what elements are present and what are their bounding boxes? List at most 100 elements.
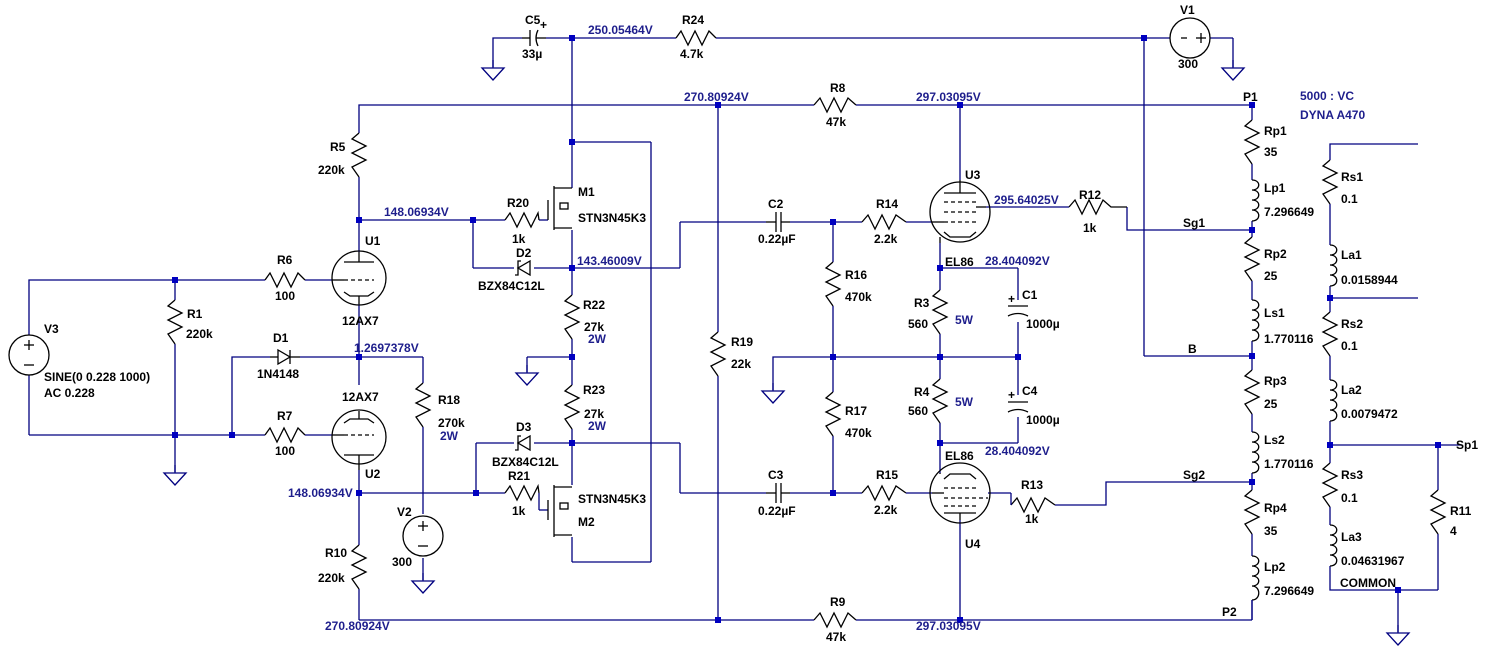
lp1-inductor [1251, 179, 1260, 222]
lp2-inductor [1251, 555, 1260, 601]
r20-name: R20 [507, 196, 529, 210]
net-sg1: Sg1 [1183, 216, 1205, 230]
r21-resistor [504, 483, 540, 502]
ls1-name: Ls1 [1264, 306, 1285, 320]
la2-inductor [1329, 379, 1338, 422]
r21-value: 1k [512, 504, 526, 518]
r14-resistor [861, 213, 907, 231]
u1-name: U1 [365, 234, 381, 248]
transformer-model: DYNA A470 [1300, 108, 1365, 122]
d2-value: BZX84C12L [478, 279, 545, 293]
la3-value: 0.04631967 [1341, 554, 1405, 568]
r7-resistor [264, 426, 306, 444]
r19-resistor [709, 331, 727, 377]
d3-name: D3 [516, 420, 532, 434]
u2-triode [331, 409, 387, 470]
la1-name: La1 [1341, 248, 1362, 262]
net-labels: P1 P2 Sg1 Sg2 B Sp1 COMMON 5000 : VC DYN… [1183, 89, 1478, 619]
r3-name: R3 [914, 296, 930, 310]
lp1-value: 7.296649 [1264, 205, 1314, 219]
u4-pentode [929, 462, 991, 524]
voltage-bottom-rail: 270.80924V [325, 619, 390, 633]
r23-name: R23 [583, 383, 605, 397]
rp1-name: Rp1 [1264, 124, 1287, 138]
junctions [172, 35, 1441, 623]
r9-value: 47k [826, 630, 846, 644]
u2-value: 12AX7 [342, 390, 379, 404]
m2-mosfet [547, 485, 572, 537]
la3-name: La3 [1341, 530, 1362, 544]
r14-value: 2.2k [874, 232, 898, 246]
c3-name: C3 [768, 468, 784, 482]
voltage-u3-screen: 295.64025V [994, 193, 1059, 207]
rs2-resistor [1321, 311, 1339, 357]
r16-name: R16 [845, 268, 867, 282]
r4-value: 560 [908, 404, 928, 418]
d2-name: D2 [516, 246, 532, 260]
wires [28, 37, 1462, 632]
voltage-u1-plate: 148.06934V [384, 205, 449, 219]
r4-name: R4 [914, 385, 930, 399]
rs2-value: 0.1 [1341, 339, 1358, 353]
r3-power: 5W [955, 313, 974, 327]
r12-resistor [1068, 198, 1127, 216]
d3-zener [515, 434, 531, 452]
r8-name: R8 [830, 81, 846, 95]
u2-name: U2 [365, 467, 381, 481]
voltage-p1-node: 297.03095V [916, 90, 981, 104]
u3-value: EL86 [945, 255, 974, 269]
voltage-m1-source: 143.46009V [577, 254, 642, 268]
la1-inductor [1329, 244, 1338, 287]
r19-name: R19 [731, 335, 753, 349]
voltage-cathode-top: 28.404092V [985, 254, 1050, 268]
voltage-c5-node: 250.05464V [588, 23, 653, 37]
rp2-resistor [1243, 236, 1261, 282]
c5-value: 33µ [522, 47, 542, 61]
rp3-value: 25 [1264, 397, 1278, 411]
r1-resistor [166, 299, 184, 345]
rp1-resistor [1243, 119, 1261, 165]
r18-value: 270k [438, 416, 465, 430]
svg-text:+: + [540, 18, 547, 32]
net-sg2: Sg2 [1183, 468, 1205, 482]
r5-value: 220k [318, 163, 345, 177]
d1-diode [270, 348, 300, 366]
c1-value: 1000µ [1026, 317, 1060, 331]
component-labels: C5 33µ R24 4.7k V1 300 R8 47k R5 220k M1… [44, 3, 1472, 644]
ground-icon [1386, 624, 1410, 646]
r8-resistor [813, 96, 857, 114]
d1-name: D1 [273, 331, 289, 345]
components: + [8, 17, 1447, 629]
r8-value: 47k [826, 115, 846, 129]
r12-value: 1k [1083, 221, 1097, 235]
r11-resistor [1429, 489, 1447, 535]
ls1-value: 1.770116 [1264, 332, 1314, 346]
r1-name: R1 [187, 307, 203, 321]
net-b: B [1188, 342, 1197, 356]
voltage-d1-node: 1.2697378V [354, 341, 419, 355]
c2-name: C2 [768, 197, 784, 211]
r11-value: 4 [1450, 524, 1457, 538]
transformer-ratio: 5000 : VC [1300, 89, 1354, 103]
v3-ac-value: AC 0.228 [44, 386, 95, 400]
u1-value: 12AX7 [342, 314, 379, 328]
rp4-resistor [1243, 489, 1261, 535]
r12-name: R12 [1079, 188, 1101, 202]
rs2-name: Rs2 [1341, 317, 1363, 331]
svg-text:+: + [1008, 292, 1015, 306]
u3-pentode [929, 180, 991, 243]
ls2-value: 1.770116 [1264, 457, 1314, 471]
ls2-name: Ls2 [1264, 433, 1285, 447]
voltage-p2-node: 297.03095V [916, 619, 981, 633]
r18-power: 2W [440, 429, 459, 443]
r22-value: 27k [584, 320, 604, 334]
node-voltage-labels: 250.05464V 270.80924V 297.03095V 148.069… [288, 23, 1059, 633]
r17-name: R17 [845, 404, 867, 418]
r15-value: 2.2k [874, 503, 898, 517]
rp4-value: 35 [1264, 524, 1278, 538]
r16-value: 470k [845, 290, 872, 304]
r7-name: R7 [277, 409, 293, 423]
r15-name: R15 [876, 468, 898, 482]
c4-name: C4 [1022, 384, 1038, 398]
